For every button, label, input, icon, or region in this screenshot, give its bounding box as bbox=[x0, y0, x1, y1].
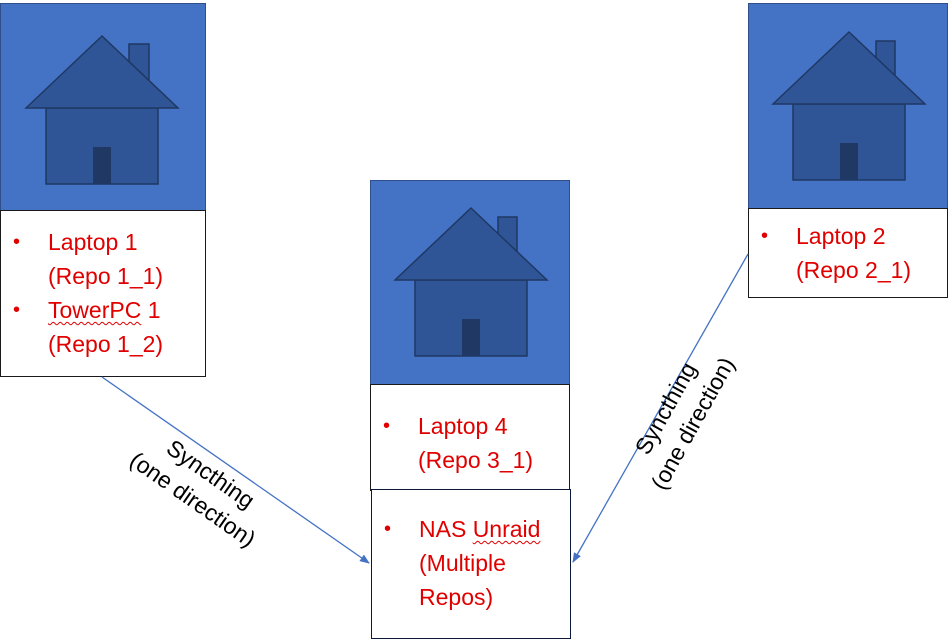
device-name: NAS Unraid bbox=[419, 516, 541, 542]
repo-name: (Repo 2_1) bbox=[796, 257, 912, 283]
left-house-box bbox=[0, 3, 206, 211]
repo-name: (Repo 1_2) bbox=[48, 331, 164, 357]
center-devices-box: Laptop 4 (Repo 3_1) bbox=[370, 384, 570, 491]
device-name: TowerPC 1 bbox=[48, 297, 161, 323]
repo-name: (Multiple bbox=[419, 550, 506, 576]
repo-name: (Repo 1_1) bbox=[48, 263, 164, 289]
device-name: Laptop 2 bbox=[796, 223, 886, 249]
left-devices-box: Laptop 1 (Repo 1_1) TowerPC 1 (Repo 1_2) bbox=[0, 210, 206, 377]
device-name: Laptop 1 bbox=[48, 229, 138, 255]
repo-name: Repos) bbox=[419, 584, 494, 610]
house-icon bbox=[771, 30, 927, 181]
house-icon bbox=[393, 206, 549, 357]
list-item: Laptop 2 (Repo 2_1) bbox=[749, 219, 947, 287]
list-item: NAS Unraid (Multiple Repos) bbox=[372, 512, 570, 614]
house-icon bbox=[24, 34, 180, 185]
right-sync-arrow bbox=[572, 253, 749, 563]
device-name: Laptop 4 bbox=[418, 413, 508, 439]
spellcheck-word: TowerPC bbox=[48, 297, 142, 323]
left-sync-arrow bbox=[101, 376, 370, 564]
nas-box: NAS Unraid (Multiple Repos) bbox=[371, 489, 571, 639]
right-devices-box: Laptop 2 (Repo 2_1) bbox=[748, 208, 948, 298]
spellcheck-word: Unraid bbox=[472, 516, 541, 542]
list-item: Laptop 4 (Repo 3_1) bbox=[371, 409, 569, 477]
list-item: Laptop 1 (Repo 1_1) bbox=[1, 225, 205, 293]
repo-name: (Repo 3_1) bbox=[418, 447, 534, 473]
list-item: TowerPC 1 (Repo 1_2) bbox=[1, 293, 205, 361]
center-house-box bbox=[370, 180, 570, 385]
